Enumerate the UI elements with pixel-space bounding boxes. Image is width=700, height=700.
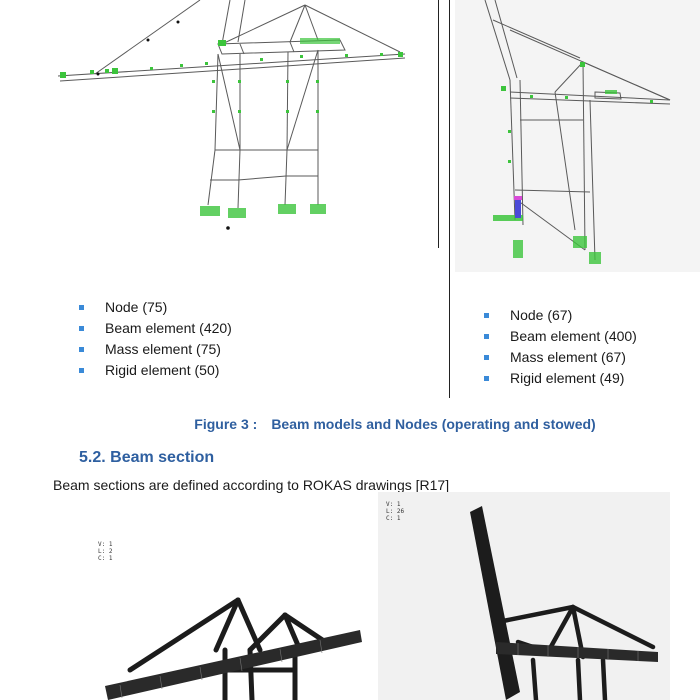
legend-label: Node (75) [105, 299, 168, 315]
legend-label: Rigid element (49) [510, 370, 625, 386]
legend-item: Mass element (67) [484, 347, 637, 368]
legend-item: Rigid element (50) [79, 360, 232, 381]
operating-beam-model-figure [57, 0, 406, 230]
legend-item: Beam element (420) [79, 318, 232, 339]
legend-label: Mass element (75) [105, 341, 221, 357]
stowed-solid-figure-background [378, 492, 670, 700]
figure-caption: Figure 3 : Beam models and Nodes (operati… [0, 416, 700, 432]
bullet-icon [79, 368, 84, 373]
legend-item: Node (67) [484, 305, 637, 326]
bullet-icon [79, 347, 84, 352]
view-stamp-right: V: 1 L: 26 C: 1 [386, 501, 405, 522]
bullet-icon [484, 334, 489, 339]
bullet-icon [484, 376, 489, 381]
column-divider-right [449, 0, 450, 398]
view-stamp-left: V: 1 L: 2 C: 1 [98, 541, 113, 562]
bullet-icon [79, 305, 84, 310]
stowed-solid-model-render [470, 506, 658, 700]
column-divider-left [438, 0, 439, 248]
section-heading: 5.2. Beam section [79, 449, 215, 466]
bullet-icon [79, 326, 84, 331]
legend-item: Mass element (75) [79, 339, 232, 360]
legend-label: Beam element (420) [105, 320, 232, 336]
legend-item: Beam element (400) [484, 326, 637, 347]
stowed-figure-background [455, 0, 700, 272]
operating-model-legend: Node (75) Beam element (420) Mass elemen… [79, 297, 232, 381]
legend-item: Node (75) [79, 297, 232, 318]
stowed-model-legend: Node (67) Beam element (400) Mass elemen… [484, 305, 637, 389]
legend-label: Mass element (67) [510, 349, 626, 365]
legend-label: Node (67) [510, 307, 573, 323]
stowed-beam-model-figure [484, 0, 671, 264]
figure-caption-text: Beam models and Nodes (operating and sto… [271, 416, 596, 432]
legend-item: Rigid element (49) [484, 368, 637, 389]
figure-number: Figure 3 : [194, 416, 258, 432]
bullet-icon [484, 313, 489, 318]
operating-solid-model-render [105, 597, 362, 700]
legend-label: Rigid element (50) [105, 362, 220, 378]
section-body-text: Beam sections are defined according to R… [53, 477, 450, 493]
legend-label: Beam element (400) [510, 328, 637, 344]
bullet-icon [484, 355, 489, 360]
